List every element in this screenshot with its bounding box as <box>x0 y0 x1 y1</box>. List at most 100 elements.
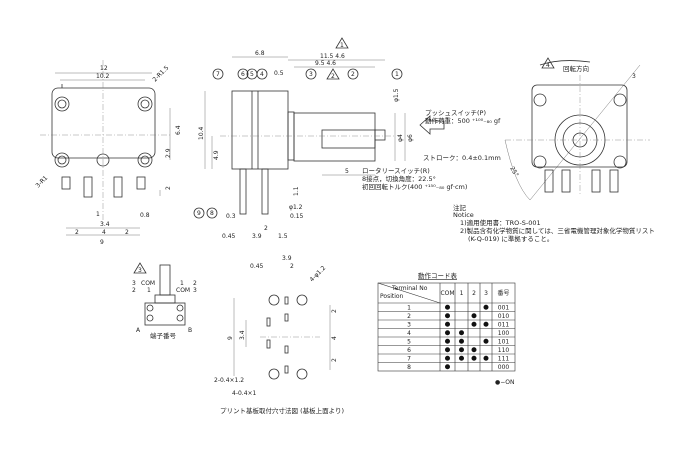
dim-label: φ1.5 <box>393 88 400 102</box>
dim-label: 3-R1 <box>34 174 49 189</box>
dim-label: 4.9 <box>213 150 220 160</box>
dim-label: 2 <box>125 229 129 236</box>
dim-label: 3 <box>632 73 636 80</box>
on-dot <box>445 330 450 336</box>
column-header: 番号 <box>497 290 509 297</box>
dim-label: 2.9 <box>165 148 172 158</box>
column-header: COM <box>440 290 454 297</box>
note-item: 1)適用使用書：TRO-S-001 <box>460 218 541 227</box>
code-cell: 110 <box>498 347 510 354</box>
code-cell: 100 <box>498 330 510 337</box>
code-cell: 001 <box>498 305 510 312</box>
dim-label: 0.45 <box>222 233 236 240</box>
dim-label: φ1.2 <box>289 204 303 211</box>
dim-label: 9.5 4.6 <box>315 60 336 67</box>
column-header: 2 <box>472 290 476 297</box>
dim-label: 10.2 <box>96 73 110 80</box>
column-header: 3 <box>484 290 488 297</box>
terminal-label: A <box>136 327 141 334</box>
pcb-layout: 3.9 0.45 2 4-φ1.2 9 3.4 2 4 2 2-0.4×1.2 … <box>214 255 344 415</box>
table-border <box>377 282 516 372</box>
dim-label: 3.9 <box>282 255 292 262</box>
terminal-label: B <box>188 327 192 334</box>
dim-label: 0.15 <box>290 213 304 220</box>
push-switch-stroke: ストローク：0.4±0.1mm <box>423 154 501 162</box>
dim-label: 2 <box>331 309 338 313</box>
on-dot <box>459 355 464 361</box>
code-cell: 101 <box>498 339 510 346</box>
balloon-7: 7 <box>216 71 220 78</box>
dim-label: 0.8 <box>140 212 150 219</box>
position-cell: 5 <box>407 339 411 346</box>
on-dot <box>445 338 450 344</box>
dim-label: 10.4 <box>198 126 205 140</box>
notes-subtitle: Notice <box>453 211 474 219</box>
balloon-8: 8 <box>210 210 214 217</box>
on-dot <box>471 347 477 353</box>
terminal-label: 3 <box>132 280 136 287</box>
balloon-2: 2 <box>351 71 355 78</box>
on-dot <box>471 313 477 319</box>
on-dot <box>483 355 489 361</box>
dim-label: 9 <box>227 336 234 340</box>
revision-label: 1 <box>340 42 344 49</box>
balloon-1: 1 <box>395 71 399 78</box>
header-terminal: Terminal No <box>391 285 428 292</box>
dim-label: 1.5 <box>278 233 288 240</box>
dim-label: 11.5 4.6 <box>320 53 345 60</box>
code-table-title: 動作コード表 <box>418 271 458 280</box>
header-diagonal <box>377 282 441 304</box>
rotary-switch-title: ロータリースイッチ(R) <box>362 166 430 175</box>
dim-label: 1.1 <box>293 186 300 196</box>
front-view: 12 10.2 2-R1.5 6.4 2.9 2 3-R1 1 3.4 0.8 … <box>34 60 182 246</box>
position-cell: 6 <box>407 347 411 354</box>
dim-label: 0.5 <box>274 70 284 77</box>
position-cell: 8 <box>407 364 411 371</box>
code-cell: 010 <box>498 313 510 320</box>
revision-label: 3 <box>138 267 142 274</box>
terminal-label: 2 <box>132 287 136 294</box>
balloon-5: 5 <box>250 71 254 78</box>
dim-label: 2-0.4×1.2 <box>214 377 244 384</box>
revision-triangle <box>335 37 349 49</box>
terminal-label: 2 <box>193 280 197 287</box>
on-dot <box>483 304 489 310</box>
legend: ●−ON <box>495 379 514 386</box>
on-dot <box>445 313 450 319</box>
rear-view: 回転方向 4 3 25° <box>504 57 650 201</box>
on-dot <box>459 347 464 353</box>
on-dot <box>445 321 450 327</box>
pcb-caption: プリント基板取付穴寸法図 (基板上面より) <box>220 406 344 415</box>
on-dot <box>445 364 450 370</box>
dim-label: 3.4 <box>100 221 110 228</box>
dim-label: 3.4 <box>239 330 246 340</box>
side-view: 6.8 11.5 4.6 9.5 4.6 0.5 10.4 4.9 5 φ1.5… <box>193 37 414 240</box>
header-position: Position <box>380 293 404 300</box>
code-cell: 011 <box>498 322 510 329</box>
column-header: 1 <box>460 290 464 297</box>
terminal-label: COM <box>176 287 190 294</box>
notes-title: 注記 <box>453 203 467 212</box>
position-cell: 4 <box>407 330 411 337</box>
dim-label: 3.9 <box>252 233 262 240</box>
dim-label: 2-R1.5 <box>151 64 170 83</box>
dim-label: 4-φ1.2 <box>308 265 327 284</box>
terminal-caption: 端子番号 <box>150 331 177 340</box>
terminal-label: 3 <box>193 287 197 294</box>
dim-label: φ6 <box>407 134 414 142</box>
dim-label: 0.3 <box>226 213 236 220</box>
balloon-3: 3 <box>309 71 313 78</box>
dim-label: 6.4 <box>175 125 182 135</box>
dim-label: φ4 <box>397 134 404 142</box>
position-cell: 7 <box>407 356 411 363</box>
on-dot <box>459 330 464 336</box>
balloon-9: 9 <box>197 210 201 217</box>
terminal-label: 1 <box>180 280 184 287</box>
revision-label: 2 <box>331 73 335 80</box>
terminal-label: 1 <box>147 287 151 294</box>
dim-label: 4 <box>102 229 106 236</box>
on-dot <box>471 321 477 327</box>
on-dot <box>445 304 450 310</box>
position-cell: 2 <box>407 313 411 320</box>
dim-label: 2 <box>75 229 79 236</box>
